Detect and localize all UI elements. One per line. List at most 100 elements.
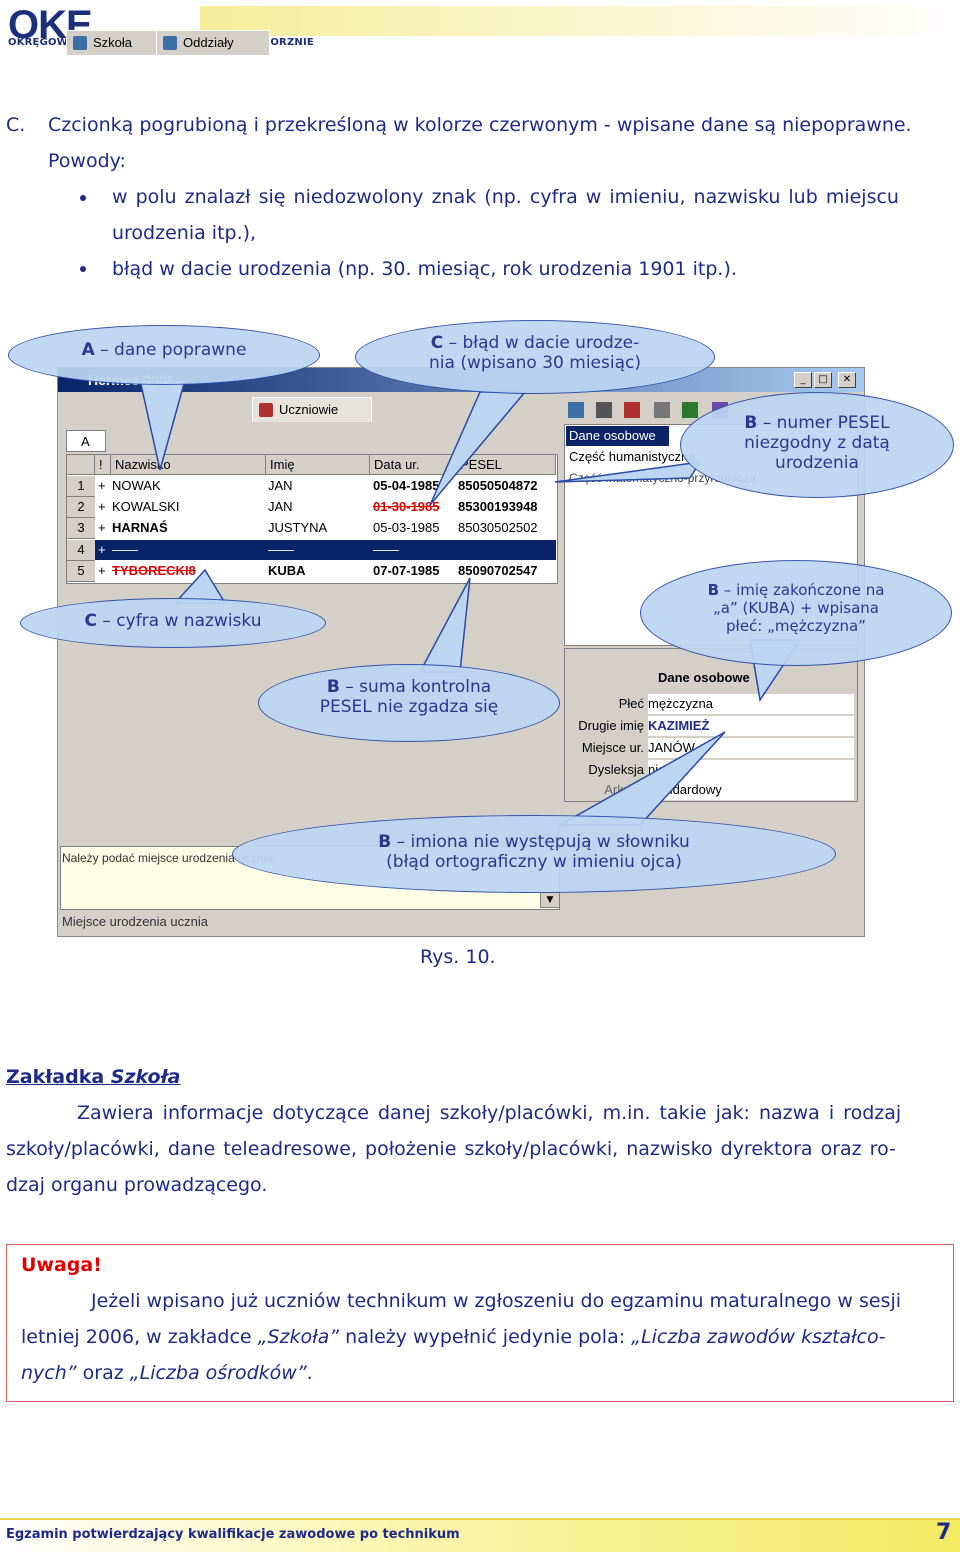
col-header-date[interactable]: Data ur. [370,455,456,475]
detail-label: Płeć [566,694,648,714]
note-box [6,1244,954,1402]
col-header-pesel[interactable]: PESEL [456,455,556,475]
detail-label: Dysleksja [588,762,644,777]
cell-name[interactable]: —— [268,542,294,557]
section-heading: Zakładka Szkoła [6,1066,181,1088]
close-button[interactable]: ✕ [838,372,856,388]
tab-uczniowie[interactable]: Uczniowie [252,397,372,422]
col-header-flag: ! [95,455,111,475]
tab-szkola[interactable]: Szkoła [66,30,164,55]
cell-date[interactable]: 05-03-1985 [373,520,440,535]
minimize-button[interactable]: _ [794,372,812,388]
zakladka-line3: dzaj organu prowadzącego. [6,1174,268,1196]
row-flag: + [98,520,106,535]
note-title: Uwaga! [21,1254,102,1276]
toolbar [568,400,778,420]
pointer-a [139,379,186,471]
cell-name[interactable]: JAN [268,478,293,493]
callout-b1: B – numer PESEL niezgodny z datą urodzen… [680,392,954,498]
school-icon [73,36,87,50]
callout-b3: B – suma kontrolna PESEL nie zgadza się [258,664,560,742]
footer-rule [0,1518,960,1520]
remove-icon[interactable] [624,402,640,418]
row-flag: + [98,478,106,493]
class-icon [163,36,177,50]
callout-pointers [139,379,802,826]
reasons-label: Powody: [48,150,126,172]
note-line1: Jeżeli wpisano już uczniów technikum w z… [91,1290,902,1312]
row-flag: + [98,563,106,578]
students-grid [66,454,558,584]
cell-surname[interactable]: —— [112,542,138,557]
cell-name[interactable]: JUSTYNA [268,520,328,535]
zakladka-line2: szkoły/placówki, dane teleadresowe, poło… [6,1138,896,1160]
bullet-dot [80,195,86,201]
pointer-b3 [418,577,471,673]
note-line2: letniej 2006, w zakładce „Szkoła” należy… [21,1326,886,1348]
callout-c1: C – błąd w dacie urodze- nia (wpisano 30… [355,320,715,394]
cell-pesel[interactable]: 85090702547 [458,563,538,578]
sections-item-humanities[interactable]: Część humanistyczna [569,449,696,464]
row-number: 1 [67,476,95,497]
pointer-b1 [554,461,702,483]
cell-surname-error[interactable]: TYBORECKI8 [112,563,196,578]
sections-item-personal[interactable]: Dane osobowe [566,426,669,446]
cell-date[interactable]: 07-07-1985 [373,563,440,578]
figure-caption: Rys. 10. [420,946,496,968]
zakladka-line1: Zawiera informacje dotyczące danej szkoł… [77,1102,902,1124]
row-number: 5 [67,561,95,582]
bullet2: błąd w dacie urodzenia (np. 30. miesiąc,… [112,258,737,280]
bullet1-line1: w polu znalazł się niedozwolony znak (np… [112,186,899,208]
details-header: Dane osobowe [658,670,750,685]
cell-date[interactable]: 05-04-1985 [373,478,440,493]
tab-oddzialy[interactable]: Oddziały [156,30,270,55]
row-number: 3 [67,518,95,539]
note-line3: nych” oraz „Liczba ośrodków”. [21,1362,313,1384]
footer-text: Egzamin potwierdzający kwalifikacje zawo… [6,1527,460,1542]
detail-value-gender[interactable]: mężczyzna [648,694,854,714]
detail-label: Drugie imię [578,718,644,733]
maximize-button[interactable]: □ [814,372,832,388]
cell-pesel[interactable]: 85050504872 [458,478,538,493]
col-header-name[interactable]: Imię [266,455,370,475]
row-number: 2 [67,497,95,518]
col-header-num [67,455,95,475]
detail-label: Miejsce ur. [581,740,644,755]
section-c-label: C. [6,114,26,136]
status-bar-text: Miejsce urodzenia ucznia [62,914,208,929]
copy-icon[interactable] [654,402,670,418]
cell-surname[interactable]: NOWAK [112,478,161,493]
pointer-c1 [429,391,527,506]
row-flag: + [98,499,106,514]
callout-a: A – dane poprawne [8,325,320,385]
cell-surname[interactable]: KOWALSKI [112,499,180,514]
callout-c2: C – cyfra w nazwisku [20,598,326,648]
detail-value-second-name[interactable]: KAZIMIEŻ [648,716,854,736]
footer [0,1518,960,1552]
pointer-b4 [557,731,726,826]
cell-pesel[interactable]: 85300193948 [458,499,538,514]
add-student-icon[interactable] [568,402,584,418]
students-icon [259,403,273,417]
edit-icon[interactable] [596,402,612,418]
section-c-text: Czcionką pogrubioną i przekreśloną w kol… [48,114,912,136]
bullet-dot [80,266,86,272]
col-header-surname[interactable]: Nazwisko [111,455,266,475]
row-number: 4 [67,540,95,561]
cell-name[interactable]: KUBA [268,563,306,578]
cell-surname[interactable]: HARNAŚ [112,520,168,535]
cell-date-error[interactable]: 01-30-1985 [373,499,440,514]
callout-b2: B – imię zakończone na „a” (KUBA) + wpis… [640,560,952,666]
cell-date[interactable]: —— [373,542,399,557]
cell-pesel[interactable]: 85030502502 [458,520,538,535]
row-flag: + [98,542,106,557]
cell-name[interactable]: JAN [268,499,293,514]
logo-band [200,6,958,36]
page-number: 7 [936,1520,952,1545]
selected-row[interactable] [86,540,556,560]
bullet1-line2: urodzenia itp.), [112,222,257,244]
hint-text: Należy podać miejsce urodzenia ucznia. [62,851,277,865]
save-icon[interactable] [682,402,698,418]
grid-filter-input[interactable]: A [66,430,106,452]
callout-b4: B – imiona nie występują w słowniku (błą… [232,815,836,893]
